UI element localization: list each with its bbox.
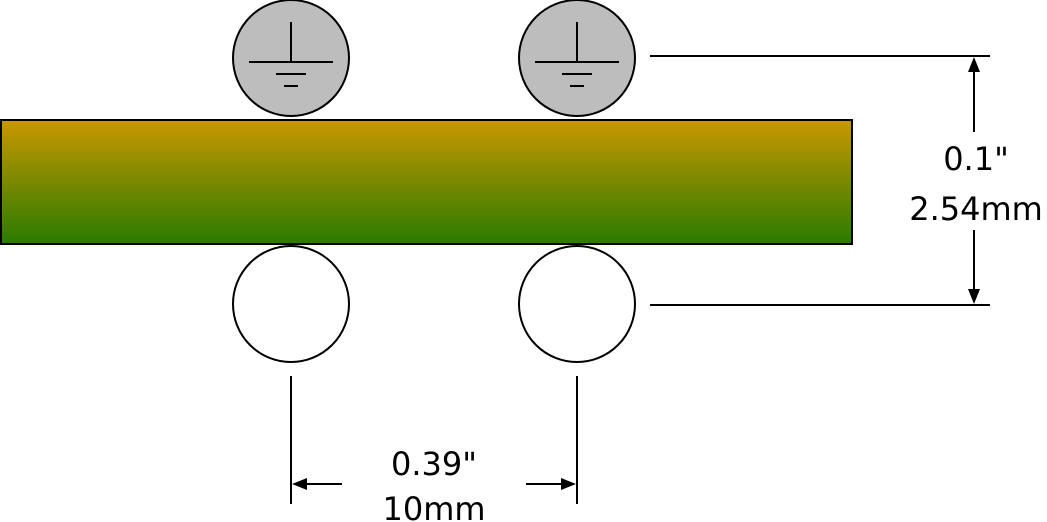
arrowhead-down: [968, 289, 980, 304]
arrowhead-up: [968, 57, 980, 72]
ground-icon: [535, 22, 619, 87]
thickness-mm-label: 2.54mm: [909, 190, 1043, 228]
spacing-inches-label: 0.39": [391, 445, 477, 483]
ground-icon: [249, 22, 333, 87]
arrowhead-left: [292, 478, 307, 490]
pcb-board: [0, 119, 853, 245]
spacing-mm-label: 10mm: [382, 490, 485, 522]
spacing-dimension: [290, 376, 578, 504]
top-right-grounded-roller: [518, 0, 636, 117]
top-left-grounded-roller: [232, 0, 350, 117]
thickness-dimension: [650, 55, 990, 306]
bottom-right-roller: [518, 245, 636, 363]
thickness-inches-label: 0.1": [943, 140, 1009, 178]
bottom-left-roller: [232, 245, 350, 363]
arrowhead-right: [561, 478, 576, 490]
